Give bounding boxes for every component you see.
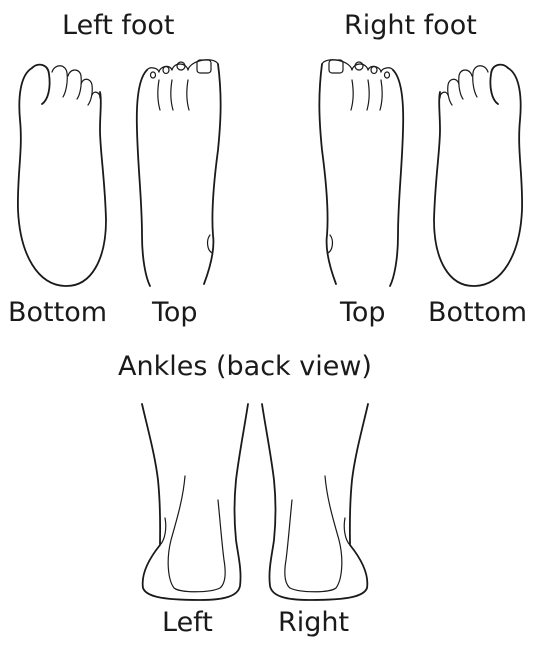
right-ankle-drawing — [262, 404, 368, 600]
left-foot-bottom-drawing — [18, 65, 106, 286]
left-top-label: Top — [152, 299, 198, 326]
right-top-label: Top — [340, 299, 386, 326]
left-ankle-drawing — [142, 404, 248, 600]
left-bottom-label: Bottom — [8, 299, 107, 326]
right-bottom-label: Bottom — [428, 299, 527, 326]
right-foot-bottom-drawing — [434, 65, 522, 286]
left-foot-top-drawing — [137, 60, 221, 286]
ankles-title: Ankles (back view) — [118, 353, 372, 380]
ankle-left-label: Left — [162, 609, 213, 636]
right-foot-top-drawing — [319, 60, 403, 286]
ankle-right-label: Right — [278, 609, 349, 636]
